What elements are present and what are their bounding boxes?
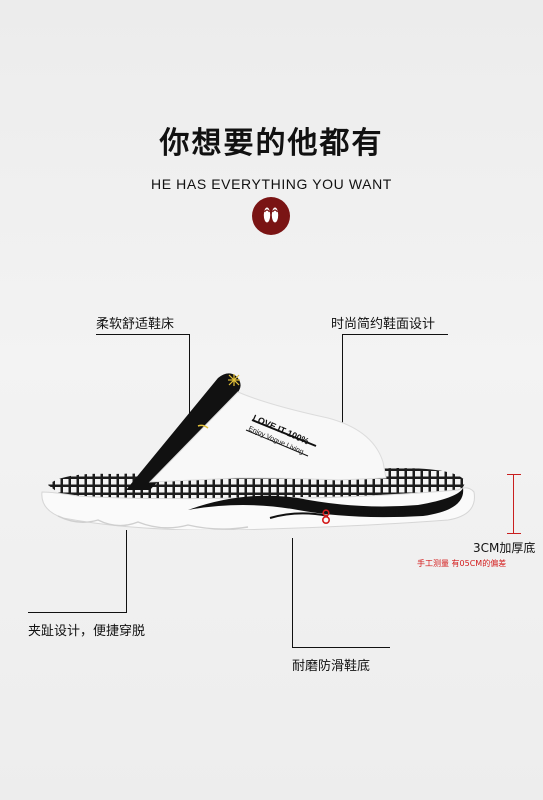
slipper-badge [252, 197, 290, 235]
height-marker-bar [513, 474, 514, 534]
upper-callout-label: 时尚简约鞋面设计 [331, 317, 436, 332]
toe-clip-callout-line-vertical [126, 530, 127, 612]
sole-callout-line [292, 647, 390, 648]
height-marker-bottom [507, 533, 521, 534]
insole-callout-label: 柔软舒适鞋床 [96, 317, 175, 332]
page-subtitle: HE HAS EVERYTHING YOU WANT [151, 176, 392, 192]
upper-callout-line [342, 334, 448, 335]
insole-callout-line [96, 334, 190, 335]
red-ring-logo-icon [321, 516, 330, 525]
sole-callout-line-vertical [292, 538, 293, 648]
toe-clip-callout-label: 夹趾设计，便捷穿脱 [28, 624, 146, 639]
page-title: 你想要的他都有 [159, 126, 384, 161]
sole-height-label: 3CM加厚底 [473, 541, 536, 555]
sole-callout-label: 耐磨防滑鞋底 [292, 659, 371, 674]
upper-callout-line-vertical [342, 334, 343, 482]
measurement-note: 手工测量 有05CM的偏差 [417, 559, 507, 568]
height-marker-top [507, 474, 521, 475]
slipper-pair-icon [263, 207, 279, 223]
flip-flop-product-image: LOVE IT 100% Enjoy Vogue Living DP.MAPTF… [41, 373, 475, 530]
toe-clip-callout-line [28, 612, 127, 613]
sole-brand-text: DP.MAPTFNS [354, 506, 418, 519]
